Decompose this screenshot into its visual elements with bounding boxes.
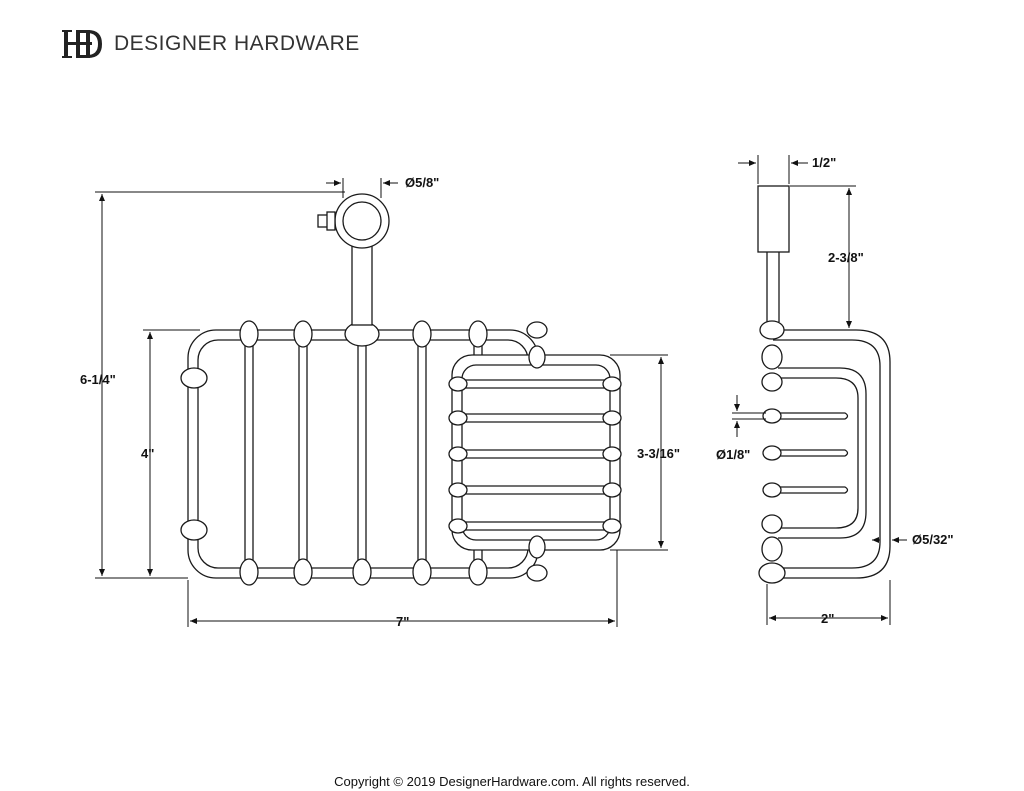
dim-soap-dish-height: 3-3/16" <box>637 446 680 461</box>
rack-knobs-bottom <box>239 558 548 586</box>
dim-overall-width: 7" <box>396 614 409 629</box>
side-dimensions <box>732 155 907 625</box>
hanger-post <box>351 239 373 326</box>
soap-dish <box>448 345 622 559</box>
brand-name: DESIGNER HARDWARE <box>114 32 360 55</box>
dh-monogram-icon <box>62 30 102 58</box>
dim-overall-height: 6-1/4" <box>80 372 116 387</box>
side-post-block <box>757 185 790 253</box>
rack-bars <box>244 340 483 568</box>
dim-rack-height: 4" <box>141 446 154 461</box>
rack-knobs-top <box>239 320 548 348</box>
rack-knobs-side <box>180 367 208 541</box>
front-dimensions <box>95 178 668 627</box>
side-view <box>757 185 891 584</box>
dim-wire-diameter: Ø1/8" <box>716 447 750 462</box>
header: DESIGNER HARDWARE <box>62 26 360 62</box>
side-frame <box>773 329 891 579</box>
set-screw <box>317 211 336 231</box>
side-wires <box>778 412 849 494</box>
dim-rod-diameter: Ø5/32" <box>912 532 954 547</box>
side-knobs <box>758 320 786 584</box>
front-view <box>180 193 622 586</box>
dim-depth: 2" <box>821 611 834 626</box>
dim-post-width: 1/2" <box>812 155 836 170</box>
dim-post-height: 2-3/8" <box>828 250 864 265</box>
copyright-footer: Copyright © 2019 DesignerHardware.com. A… <box>334 774 690 789</box>
dim-ring-diameter: Ø5/8" <box>405 175 439 190</box>
